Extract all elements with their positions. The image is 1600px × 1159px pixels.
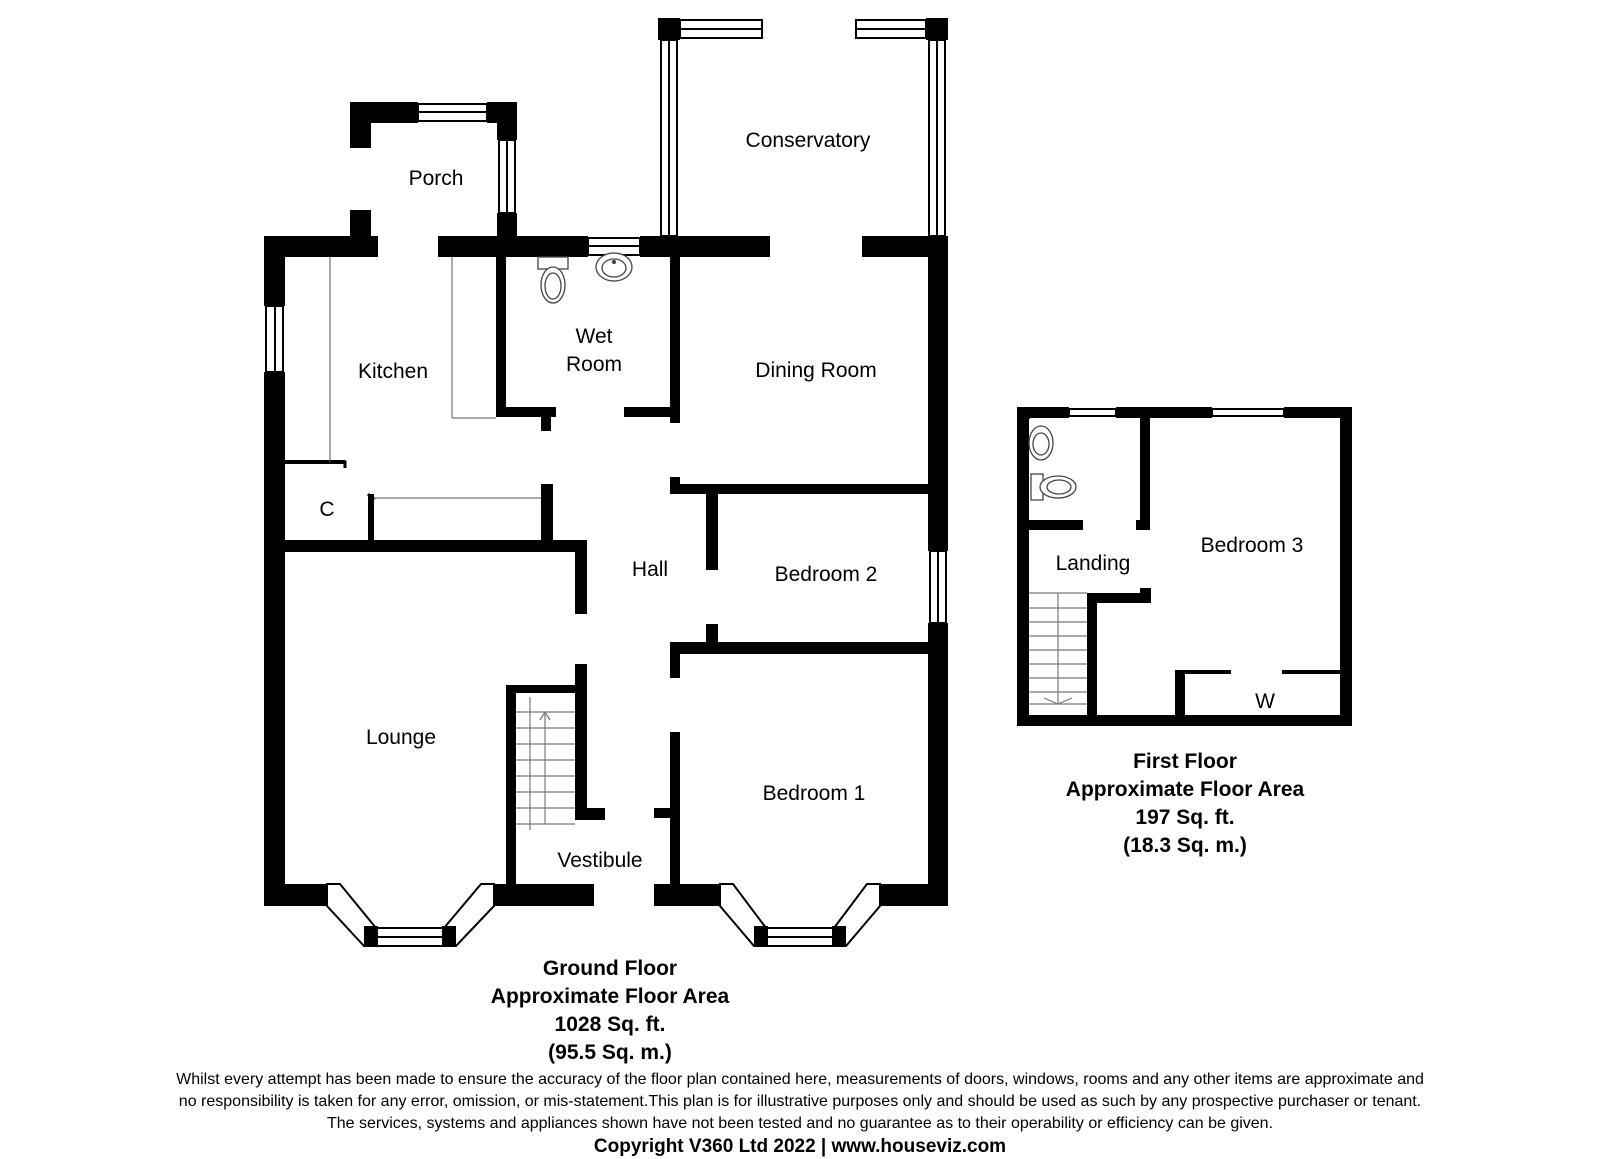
label-porch: Porch: [409, 167, 464, 190]
lounge-bay-window: [326, 883, 495, 947]
room-labels: Porch Conservatory Kitchen Wet Room Dini…: [319, 129, 1303, 872]
ground-floor-subtitle: Approximate Floor Area: [490, 985, 730, 1008]
label-vestibule: Vestibule: [557, 849, 642, 872]
label-dining-room: Dining Room: [755, 359, 876, 382]
label-cupboard: C: [319, 498, 334, 521]
wet-room-fixtures: [537, 252, 633, 304]
label-bedroom-2: Bedroom 2: [775, 563, 878, 586]
first-floor-fixtures: [1029, 592, 1087, 705]
disclaimer-line-1: Whilst every attempt has been made to en…: [176, 1071, 1424, 1088]
ground-floor-area-sqm: (95.5 Sq. m.): [548, 1041, 672, 1064]
label-hall: Hall: [632, 558, 668, 581]
copyright: Copyright V360 Ltd 2022 | www.houseviz.c…: [593, 1136, 1007, 1157]
label-landing: Landing: [1056, 552, 1131, 575]
ground-floor-fixtures: [329, 257, 575, 830]
first-floor-wc-fixtures: [1028, 425, 1077, 501]
kitchen-cupboard-door: [330, 460, 376, 502]
label-kitchen: Kitchen: [358, 360, 428, 383]
first-floor-title: First Floor: [1133, 750, 1237, 773]
ground-floor-windows: [265, 19, 947, 624]
first-floor-windows: [1068, 408, 1285, 417]
first-floor-caption: First Floor Approximate Floor Area 197 S…: [985, 748, 1385, 860]
disclaimer: Whilst every attempt has been made to en…: [40, 1069, 1560, 1159]
first-floor-subtitle: Approximate Floor Area: [1065, 778, 1305, 801]
label-lounge: Lounge: [366, 726, 436, 749]
disclaimer-line-3: The services, systems and appliances sho…: [326, 1115, 1274, 1132]
label-bedroom-3: Bedroom 3: [1201, 534, 1304, 557]
disclaimer-line-2: no responsibility is taken for any error…: [178, 1093, 1422, 1110]
first-floor-plan: [1017, 407, 1352, 726]
label-conservatory: Conservatory: [746, 129, 871, 152]
bedroom-1-bay-window: [719, 883, 881, 947]
ground-floor-caption: Ground Floor Approximate Floor Area 1028…: [410, 955, 810, 1067]
label-bedroom-1: Bedroom 1: [763, 782, 866, 805]
label-wet-room-line2: Room: [566, 353, 622, 376]
ground-floor-area-sqft: 1028 Sq. ft.: [554, 1013, 666, 1036]
ground-floor-title: Ground Floor: [542, 957, 678, 980]
label-wardrobe: W: [1255, 690, 1275, 713]
first-floor-area-sqm: (18.3 Sq. m.): [1123, 834, 1247, 857]
first-floor-area-sqft: 197 Sq. ft.: [1135, 806, 1235, 829]
ground-floor-plan: [264, 18, 948, 906]
label-wet-room-line1: Wet: [576, 325, 613, 348]
